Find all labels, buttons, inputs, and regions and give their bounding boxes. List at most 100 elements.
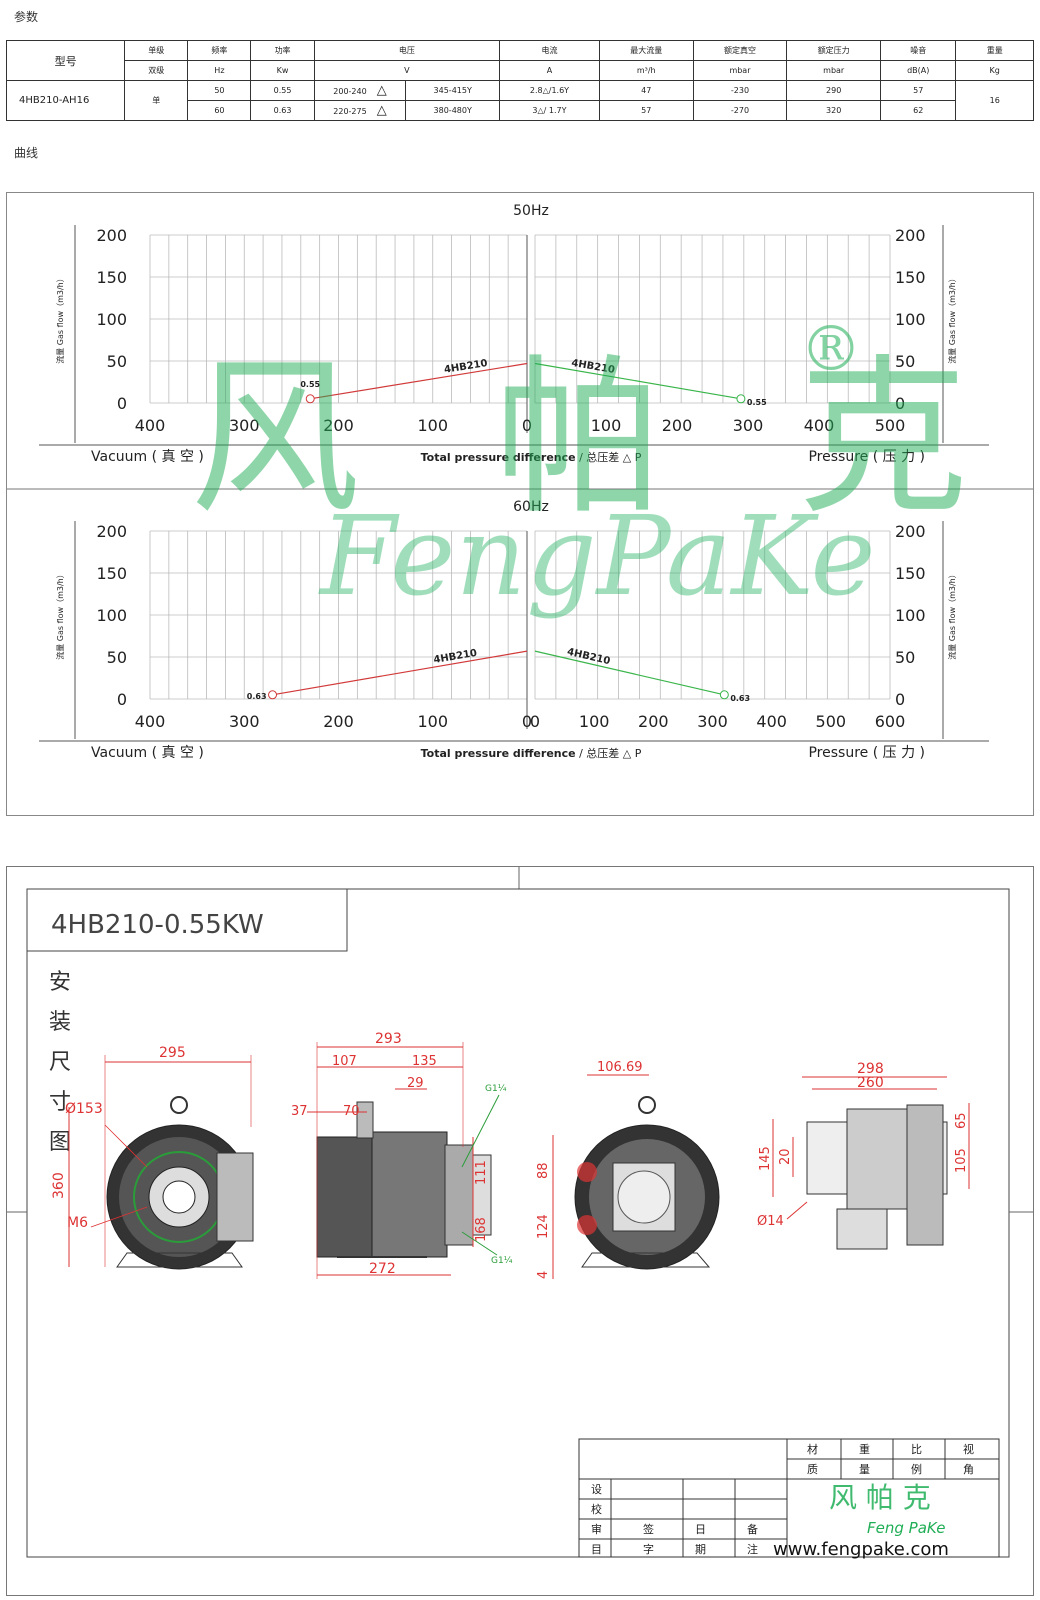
table-cell: 320	[786, 100, 882, 121]
y-axis-label-right: 流量 Gas flow（m3/h）	[947, 570, 957, 659]
x-tick-label: 0	[530, 712, 540, 731]
y-tick-label: 0	[117, 690, 127, 709]
y-axis-label-left: 流量 Gas flow（m3/h）	[55, 274, 65, 363]
dim-text: Ø153	[65, 1101, 103, 1117]
dim-text: 272	[369, 1261, 396, 1277]
dim-text: 168	[474, 1217, 489, 1242]
drawing-border	[26, 888, 1010, 1558]
y-tick-label: 150	[895, 564, 926, 583]
y-tick-label: 0	[895, 690, 905, 709]
th-double-stage: 双级	[124, 60, 189, 81]
series-line	[534, 362, 742, 400]
chart-title: 50Hz	[513, 203, 549, 219]
stage-cell: 单	[124, 80, 189, 121]
titleblock-label: 校	[591, 1502, 602, 1516]
dim-text: 4	[536, 1271, 551, 1279]
dim-text: M6	[67, 1215, 88, 1231]
titleblock-label: 审	[591, 1522, 602, 1536]
x-tick-label: 500	[875, 416, 906, 435]
y-tick-label: 150	[96, 564, 127, 583]
dim-text: 135	[412, 1054, 437, 1069]
dim-text: 70	[343, 1104, 360, 1119]
series-line	[272, 650, 528, 696]
titleblock-label: 设	[591, 1483, 602, 1496]
x-tick-label: 300	[697, 712, 728, 731]
th-rated-vacuum: 额定真空	[692, 40, 788, 61]
drawing-subtitle-char: 安	[49, 970, 71, 995]
x-tick-label: 400	[135, 416, 166, 435]
x-tick-label: 200	[638, 712, 669, 731]
table-cell: 290	[786, 80, 882, 101]
table-cell: -270	[692, 100, 788, 121]
table-cell: 57	[598, 100, 694, 121]
x-axis-label-left: Vacuum ( 真 空 )	[91, 745, 204, 761]
side-view: 293 107 135 29 37 70 G1¼ 111 168 G1¼ 272	[291, 1031, 513, 1279]
dim-text: 293	[375, 1031, 402, 1047]
dim-text: 106.69	[597, 1060, 643, 1075]
titleblock-label: 重	[859, 1442, 870, 1456]
dim-text: G1¼	[485, 1084, 507, 1094]
titleblock-label: 质	[807, 1463, 818, 1476]
dim-text: 88	[536, 1162, 551, 1179]
dim-text: 360	[51, 1172, 67, 1199]
x-axis-label-center: Total pressure difference / 总压差 △ P	[421, 450, 642, 464]
unit-noise: dB(A)	[880, 60, 957, 81]
drawing-subtitle-char: 图	[49, 1130, 71, 1155]
th-frequency: 频率	[187, 40, 252, 61]
x-tick-label: 400	[135, 712, 166, 731]
dim-text: 260	[857, 1075, 884, 1091]
unit-kw: Kw	[250, 60, 315, 81]
y-tick-label: 0	[117, 394, 127, 413]
title-box	[26, 888, 348, 952]
series-end-marker	[305, 394, 315, 404]
y-tick-label: 50	[107, 352, 127, 371]
titleblock-label: 日	[695, 1523, 706, 1536]
series-line	[310, 362, 528, 400]
table-cell: 0.63	[250, 100, 315, 121]
titleblock-label: 字	[643, 1542, 654, 1556]
y-tick-label: 150	[96, 268, 127, 287]
back-view: 106.69 88 124 4	[536, 1060, 720, 1279]
th-weight: 重量	[955, 40, 1034, 61]
y-axis-label-right: 流量 Gas flow（m3/h）	[947, 274, 957, 363]
y-axis-label-left: 流量 Gas flow（m3/h）	[55, 570, 65, 659]
drawing-subtitle-char: 装	[49, 1010, 71, 1035]
drawing-title: 4HB210-0.55KW	[51, 910, 264, 940]
x-tick-label: 300	[229, 712, 260, 731]
titleblock-label: 比	[911, 1443, 922, 1456]
drawing-subtitle-char: 寸	[49, 1090, 71, 1115]
th-max-flow: 最大流量	[598, 40, 694, 61]
x-axis-label-center: Total pressure difference / 总压差 △ P	[421, 746, 642, 760]
chart-title: 60Hz	[513, 499, 549, 515]
th-current: 电流	[499, 40, 600, 61]
unit-weight: Kg	[955, 60, 1034, 81]
titleblock-logo-cn: 风 帕 克	[829, 1481, 931, 1514]
x-tick-label: 500	[816, 712, 847, 731]
section-label-curves: 曲线	[14, 146, 39, 160]
th-noise: 噪音	[880, 40, 957, 61]
table-cell: 200-240△	[313, 80, 407, 101]
y-tick-label: 0	[895, 394, 905, 413]
table-cell: 50	[187, 80, 252, 101]
y-tick-label: 100	[895, 606, 926, 625]
x-tick-label: 200	[662, 416, 693, 435]
th-rated-pressure: 额定压力	[786, 40, 882, 61]
dim-text: 124	[536, 1214, 551, 1239]
x-tick-label: 200	[323, 416, 354, 435]
titleblock-label: 视	[963, 1442, 974, 1456]
titleblock-label: 期	[695, 1543, 706, 1556]
series-label: 4HB210	[566, 647, 611, 668]
x-tick-label: 300	[733, 416, 764, 435]
unit-v: V	[313, 60, 501, 81]
y-tick-label: 200	[895, 522, 926, 541]
company-url[interactable]: www.fengpake.com	[773, 1539, 949, 1560]
table-cell: 2.8△/1.6Y	[499, 80, 600, 101]
table-cell: 3△/ 1.7Y	[499, 100, 600, 121]
series-line	[534, 650, 725, 696]
y-tick-label: 100	[96, 606, 127, 625]
unit-flow: m³/h	[598, 60, 694, 81]
